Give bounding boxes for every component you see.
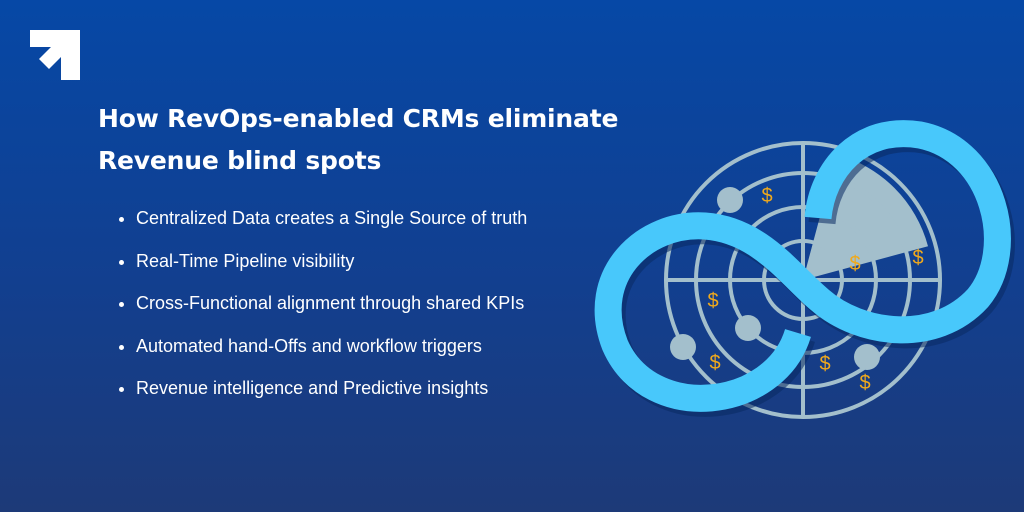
svg-text:$: $ — [819, 353, 830, 375]
list-item: Centralized Data creates a Single Source… — [136, 204, 527, 247]
page-title: How RevOps-enabled CRMs eliminate Revenu… — [98, 98, 618, 182]
svg-text:$: $ — [707, 290, 718, 312]
list-item: Revenue intelligence and Predictive insi… — [136, 374, 527, 417]
list-item: Automated hand-Offs and workflow trigger… — [136, 332, 527, 375]
title-line-2: Revenue blind spots — [98, 146, 382, 175]
svg-text:$: $ — [859, 372, 870, 394]
svg-text:$: $ — [709, 352, 720, 374]
list-item: Real-Time Pipeline visibility — [136, 247, 527, 290]
list-item: Cross-Functional alignment through share… — [136, 289, 527, 332]
radar-dots — [670, 187, 880, 370]
infinity-icon — [594, 120, 1015, 417]
bullet-list: Centralized Data creates a Single Source… — [118, 204, 527, 417]
arrow-logo-icon — [30, 30, 80, 80]
svg-text:$: $ — [912, 247, 923, 269]
svg-text:$: $ — [849, 253, 860, 275]
svg-text:$: $ — [761, 185, 772, 207]
title-line-1: How RevOps-enabled CRMs eliminate — [98, 104, 619, 133]
dollar-icons: $ $ $ $ $ $ $ — [707, 185, 923, 394]
